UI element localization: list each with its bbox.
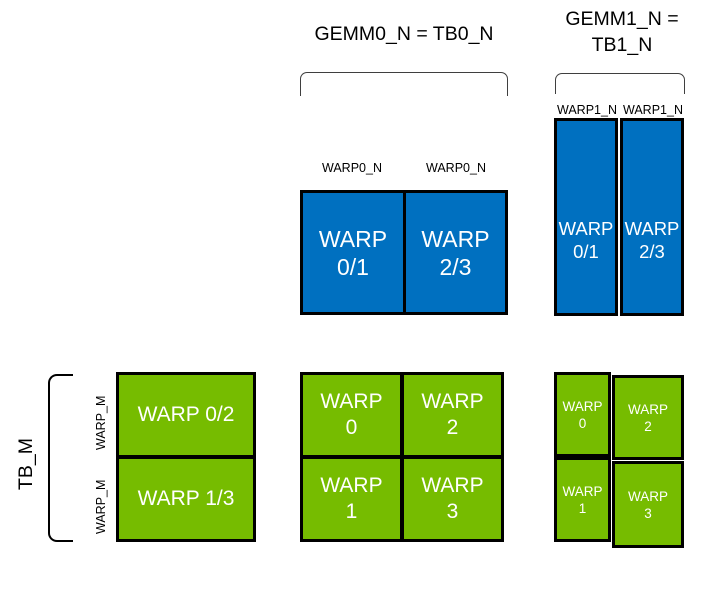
warp-block-gemm0-1[interactable]: WARP 2/3 [403, 190, 508, 315]
warp-m-label-top: WARP_M [94, 395, 108, 450]
warp-block-gemm1-0[interactable]: WARP 0/1 [554, 118, 618, 316]
warp-block-right-1[interactable]: WARP 1 [554, 457, 611, 542]
warp-block-mid-2[interactable]: WARP 2 [401, 372, 504, 458]
warp-m-label-bottom: WARP_M [94, 479, 108, 534]
gemm0-heading: GEMM0_N = TB0_N [314, 23, 494, 45]
warp0-n-label-left: WARP0_N [322, 161, 382, 175]
warp1-n-label-left: WARP1_N [557, 103, 617, 117]
warp-block-left-bottom[interactable]: WARP 1/3 [116, 456, 256, 542]
gemm1-span-bracket [555, 73, 685, 94]
warp-block-mid-0[interactable]: WARP 0 [300, 372, 403, 458]
warp-block-gemm0-0[interactable]: WARP 0/1 [300, 190, 406, 315]
warp-block-right-3[interactable]: WARP 3 [612, 461, 684, 548]
warp-block-left-top[interactable]: WARP 0/2 [116, 372, 256, 458]
warp-block-right-0[interactable]: WARP 0 [554, 372, 611, 457]
warp-block-gemm1-1[interactable]: WARP 2/3 [620, 118, 684, 316]
warp1-n-label-right: WARP1_N [623, 103, 683, 117]
gemm1-heading: GEMM1_N = TB1_N [565, 8, 679, 56]
warp-block-mid-1[interactable]: WARP 1 [300, 456, 403, 542]
warp-block-right-2[interactable]: WARP 2 [612, 375, 684, 460]
tb-m-axis-label: TB_M [15, 437, 37, 490]
warp0-n-label-right: WARP0_N [426, 161, 486, 175]
tb-m-bracket [48, 374, 73, 542]
warp-block-mid-3[interactable]: WARP 3 [401, 456, 504, 542]
gemm0-span-bracket [300, 72, 508, 96]
